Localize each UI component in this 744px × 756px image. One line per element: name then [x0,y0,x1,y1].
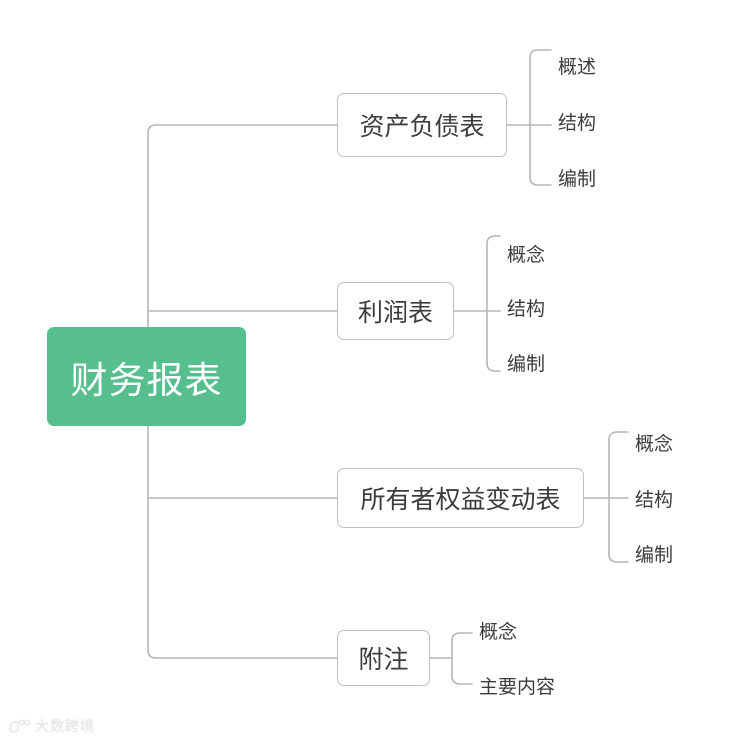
trunk-branch-4 [147,649,338,659]
branch-1-leaf-3-stub [529,176,552,186]
brand-logo-icon [9,719,30,733]
leaf-label-balance-sheet-overview[interactable]: 概述 [558,56,597,78]
branch-node-balance-sheet[interactable]: 资产负债表 [337,93,507,157]
leaf-label-income-statement-concept[interactable]: 概念 [507,244,546,266]
watermark-text: 大数跨境 [35,719,95,735]
leaf-label-notes-concept[interactable]: 概念 [479,621,518,643]
leaf-label-balance-sheet-structure[interactable]: 结构 [558,112,597,134]
leaf-label-income-statement-structure[interactable]: 结构 [507,298,546,320]
leaf-label-balance-sheet-preparation[interactable]: 编制 [558,168,597,190]
branch-4-leaf-1-stub [451,632,473,642]
trunk-branch-1 [147,124,338,134]
branch-node-income-statement[interactable]: 利润表 [337,282,454,340]
branch-node-owners-equity-statement[interactable]: 所有者权益变动表 [337,468,584,528]
branch-3-leaf-1-stub [608,431,629,441]
branch-2-leaf-3-stub [486,362,501,372]
leaf-label-notes-main-content[interactable]: 主要内容 [479,676,556,698]
watermark: 大数跨境 [8,716,95,736]
branch-3-leaf-3-stub [608,553,629,563]
leaf-label-income-statement-preparation[interactable]: 编制 [507,353,546,375]
branch-2-leaf-1-stub [486,235,501,245]
branch-4-leaf-2-stub [451,675,473,685]
branch-node-notes[interactable]: 附注 [337,630,430,686]
leaf-label-owners-equity-concept[interactable]: 概念 [635,433,674,455]
root-node-financial-statements[interactable]: 财务报表 [47,327,246,426]
leaf-label-owners-equity-preparation[interactable]: 编制 [635,544,674,566]
leaf-label-owners-equity-structure[interactable]: 结构 [635,489,674,511]
branch-1-leaf-1-stub [529,49,552,59]
